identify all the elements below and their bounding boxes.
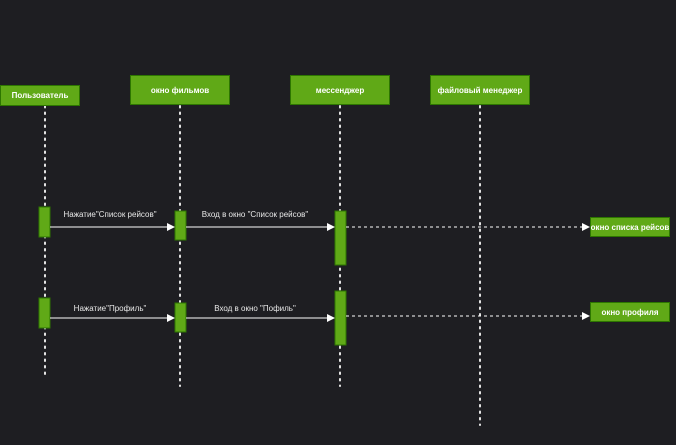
activation-films-1 xyxy=(174,210,187,241)
message-label-5: Вход в окно "Пофиль" xyxy=(214,304,296,313)
participant-films: окно фильмов xyxy=(130,75,230,105)
target-flights-window: окно списка рейсов xyxy=(590,217,670,237)
activation-messenger-1 xyxy=(334,210,347,266)
activation-films-2 xyxy=(174,302,187,333)
message-label-2: Вход в окно "Список рейсов" xyxy=(201,210,309,219)
participant-user: Пользователь xyxy=(0,85,80,106)
target-profile-window: окно профиля xyxy=(590,302,670,322)
activation-messenger-2 xyxy=(334,290,347,346)
message-label-4: Нажатие"Профиль" xyxy=(73,304,147,313)
activation-user-1 xyxy=(38,206,51,238)
activation-user-2 xyxy=(38,297,51,329)
participant-messenger: мессенджер xyxy=(290,75,390,105)
participant-files: файловый менеджер xyxy=(430,75,530,105)
message-label-1: Нажатие"Список рейсов" xyxy=(63,210,157,219)
